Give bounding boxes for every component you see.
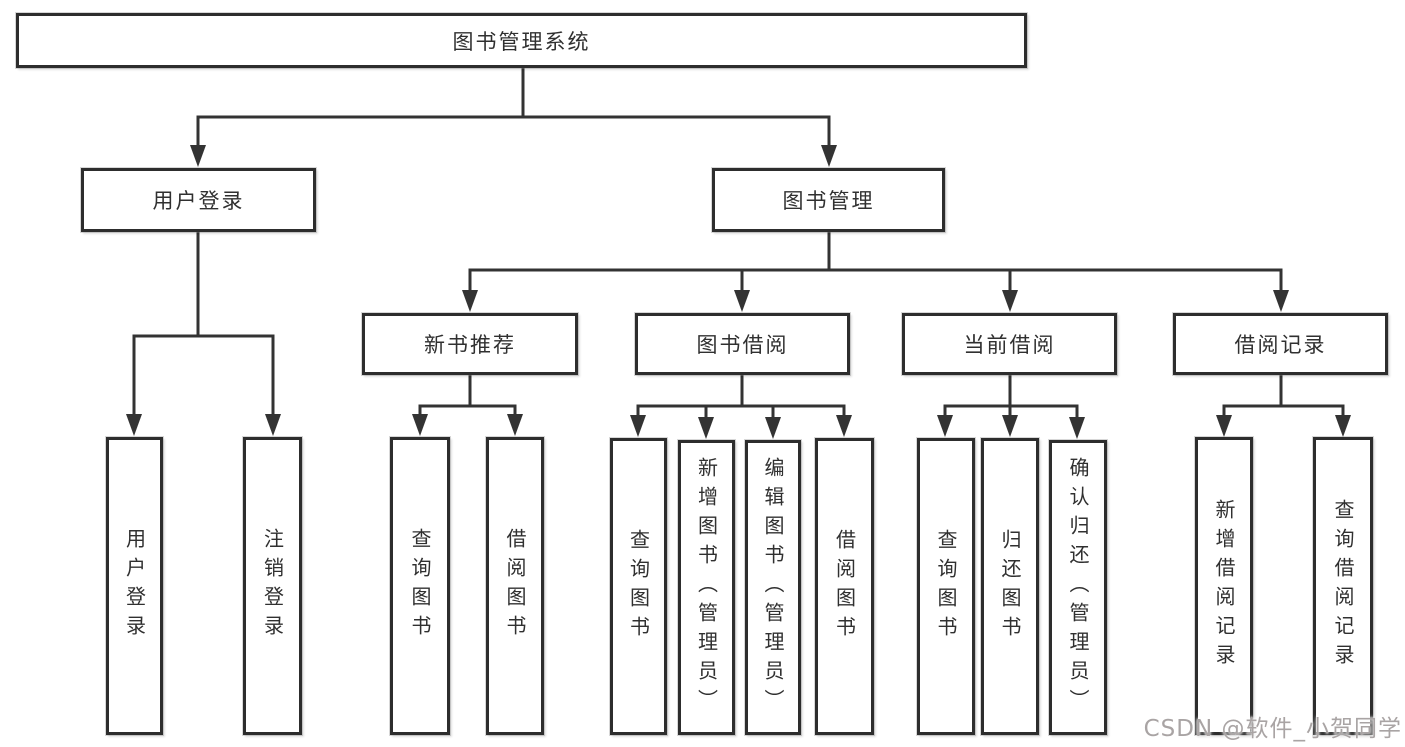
node-leaf-user-login: 用户登录 [106, 437, 163, 735]
node-leaf-return-books: 归还图书 [981, 438, 1039, 735]
node-user-login: 用户登录 [81, 168, 316, 232]
node-leaf-confirm-return-admin: 确认归还（管理员） [1049, 440, 1107, 735]
watermark: CSDN @软件_小贺同学 [1143, 716, 1402, 742]
node-new-book-recommend: 新书推荐 [362, 313, 578, 375]
node-leaf-query-books-borrow: 查询图书 [610, 438, 667, 735]
connector-book-management-children [462, 232, 1289, 312]
node-leaf-query-books-recommend: 查询图书 [390, 437, 450, 735]
connector-root-to-level2 [190, 68, 837, 167]
node-borrowing-records: 借阅记录 [1173, 313, 1388, 375]
node-leaf-logout: 注销登录 [243, 437, 302, 735]
connector-book-borrowing-children [630, 375, 852, 439]
node-leaf-borrow-books: 借阅图书 [815, 438, 874, 735]
node-leaf-borrow-books-recommend: 借阅图书 [486, 437, 544, 735]
node-book-management-system: 图书管理系统 [16, 13, 1027, 68]
connector-current-borrowing-children [937, 375, 1085, 439]
node-current-borrowing: 当前借阅 [902, 313, 1117, 375]
node-book-management: 图书管理 [712, 168, 945, 232]
connector-borrowing-records-children [1216, 375, 1351, 437]
connector-user-login-children [126, 232, 281, 436]
node-leaf-add-books-admin: 新增图书（管理员） [678, 440, 735, 735]
node-leaf-query-borrow-record: 查询借阅记录 [1313, 437, 1373, 735]
connector-new-book-recommend-children [412, 375, 523, 436]
node-book-borrowing: 图书借阅 [635, 313, 850, 375]
node-leaf-query-books-current: 查询图书 [917, 438, 975, 735]
node-leaf-edit-books-admin: 编辑图书（管理员） [745, 440, 801, 735]
node-leaf-add-borrow-record: 新增借阅记录 [1195, 437, 1253, 735]
